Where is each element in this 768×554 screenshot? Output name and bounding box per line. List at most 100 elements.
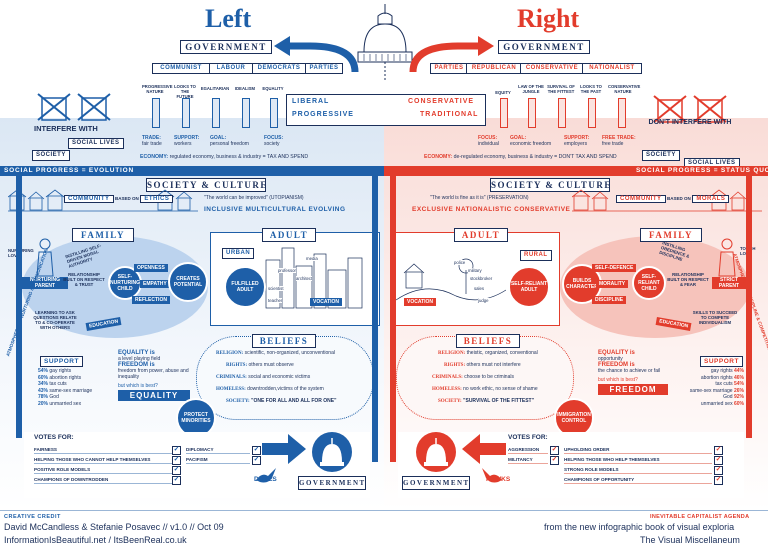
pillar [182,98,190,128]
credit-sites[interactable]: InformationIsBeautiful.net / ItsBeenReal… [4,535,187,545]
left-vote-checkbox[interactable]: ✓ [252,446,261,455]
rural-landscape-icon [396,258,506,301]
role-stockbroker: stockbroker [470,276,493,281]
right-vote-checkbox[interactable]: ✓ [714,476,723,485]
from-text: from the new infographic book of visual … [544,522,735,532]
left-vote-checkbox[interactable]: ✓ [172,466,181,475]
right-vote-checkbox[interactable]: ✓ [714,466,723,475]
left-vote-checkbox[interactable]: ✓ [252,456,261,465]
right-arrow-icon [409,36,494,72]
credit-label: CREATIVE CREDIT [4,514,61,520]
belief-value: downtrodden,victims of the system [247,386,324,392]
goal-label: GOAL: [210,135,227,141]
belief-value: theistic, organized, conventional [466,350,538,356]
right-pillar-label: CONSERVATIVE NATURE [608,84,641,94]
left-family-banner: FAMILY [72,228,134,242]
right-social-progress-bar [384,166,768,176]
left-vote-checkbox[interactable]: ✓ [172,476,181,485]
goal-value: economic freedom [510,141,552,147]
left-vocation-tag: VOCATION [310,298,343,306]
right-vote-checkbox[interactable]: ✓ [550,446,559,455]
role-teacher: teacher [268,298,283,303]
party-communist: COMMUNIST [152,63,210,74]
self-reliant-child: SELF-RELIANT CHILD [632,266,666,300]
right-vote-checkbox[interactable]: ✓ [550,456,559,465]
right-vertical-line [746,176,752,438]
right-vote-checkbox[interactable]: ✓ [714,456,723,465]
left-society-tag: SOCIETY [32,150,70,161]
right-votes-for: VOTES FOR: [508,434,548,441]
crossed-figure-icon [653,95,727,123]
right-pillar-label: LOOKS TO THE PAST [580,84,602,94]
belief-key: HOMELESS: [216,387,246,392]
skills-text: SKILLS TO SUCCEED TO COMPETE INDIVIDUALI… [692,310,738,325]
nurturing-parent: NURTURING PARENT [22,277,68,289]
belief-key: SOCIETY: [438,399,462,404]
trade-label: TRADE: [142,135,161,141]
equality-answer: EQUALITY [118,390,190,401]
left-title: Left [205,4,252,33]
left-vote-checkbox[interactable]: ✓ [172,456,181,465]
belief-key: SOCIETY: [226,399,250,404]
left-arrow-icon [274,36,359,72]
left-pillar-label: PROGRESSIVE NATURE [142,84,173,94]
role-sales: sales [474,286,485,291]
left-pillar-label: LOOKS TO THE FUTURE [174,84,196,99]
freedom-answer: FREEDOM [598,384,668,395]
support-value: employers [564,141,588,147]
doves-label: DOVES [254,476,277,483]
role-judge: judge [478,298,489,303]
left-focus-row: TRADE: fair trade SUPPORT: workers GOAL:… [142,135,292,149]
support-value: workers [174,141,192,147]
left-interfere-text: INTERFERE WITH [34,124,98,133]
left-vote-diplomacy: DIPLOMACY [186,446,250,454]
goal-value: personal freedom [210,141,249,147]
right-vote-checkbox[interactable]: ✓ [714,446,723,455]
support-row: tax cuts 54% [715,381,744,387]
spectrum-liberal: LIBERAL [292,98,330,105]
right-center-line [390,176,396,462]
equality-def-label: EQUALITY is [118,350,155,356]
left-government-dome-icon [312,432,352,472]
left-vote-checkbox[interactable]: ✓ [172,446,181,455]
economy-text: regulated economy, business & industry =… [169,154,309,160]
tough-love: TOUGH LOVE [740,246,766,256]
trade-value: fair trade [142,141,162,147]
learning-text: LEARNING TO ASK QUESTIONS RELATE TO & CO… [33,310,77,330]
goal-label: GOAL: [510,135,527,141]
left-center-line [372,176,378,462]
left-belief-homeless: HOMELESS: downtrodden,victims of the sys… [216,386,324,393]
left-belief-criminals: CRIMINALS: social and economic victims [216,374,310,381]
equality-def: a level playing field [118,356,161,362]
right-belief-religion: RELIGION: theistic, organized, conventio… [438,350,538,357]
fulfilled-adult: FULFILLED ADULT [224,266,266,308]
left-vote-helping: HELPING THOSE WHO CANNOT HELP THEMSELVES [34,456,172,464]
role-architect: architect [296,276,313,281]
city-skyline-icon [265,247,363,309]
right-title: Right [517,4,580,33]
ethics-tag: ETHICS [140,195,174,203]
pillar [212,98,220,128]
morality-tag: MORALITY [596,280,629,288]
belief-value: choose to be criminals [464,374,514,380]
pillar-section: PROGRESSIVE NATURE LOOKS TO THE FUTURE E… [140,84,641,136]
left-vote-arrow-icon [262,434,306,464]
discipline-tag: DISCIPLINE [592,296,627,304]
right-vocation-tag: VOCATION [404,298,437,306]
strict-parent-figure-icon [718,238,736,277]
right-pillar-label: SURVIVAL OF THE FITTEST [547,84,575,94]
right-votes-government: GOVERNMENT [402,476,470,490]
left-votes-government: GOVERNMENT [298,476,366,490]
party-labour: LABOUR [209,63,253,74]
right-relationship: RELATIONSHIP BUILT ON RESPECT & FEAR [667,272,709,287]
focus-value: individual [478,141,499,147]
role-professor: professor [278,268,296,273]
left-belief-rights: RIGHTS: others must observe [226,362,294,369]
left-belief-society: SOCIETY: "ONE FOR ALL AND ALL FOR ONE" [226,398,366,405]
pillar [528,98,536,128]
book-title: The Visual Miscellaneum [640,535,740,545]
right-society-tag: SOCIETY [642,150,680,161]
right-beliefs-banner: BELIEFS [456,334,520,348]
support-row: gay rights 44% [710,368,744,374]
agenda-label: INEVITABLE CAPITALIST AGENDA [650,514,750,520]
